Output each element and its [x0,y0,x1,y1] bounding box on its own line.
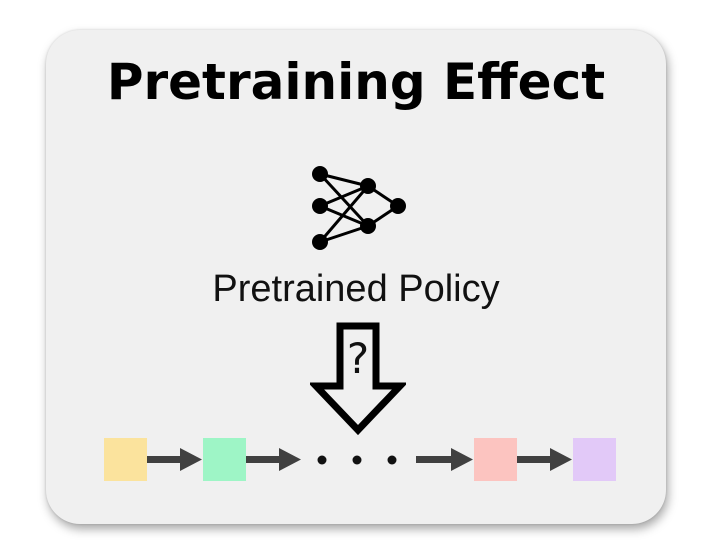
right-arrow-icon [147,448,202,471]
stage-box-1 [104,438,147,481]
stage-box-3 [474,438,517,481]
hollow-down-arrow-icon [310,322,406,436]
right-arrow-icon [246,448,301,471]
card-panel [46,30,666,524]
right-arrow-icon [517,448,572,471]
diagram-title: Pretraining Effect [106,53,606,111]
neural-network-icon [312,166,406,250]
arrow-question-mark: ? [346,334,370,383]
stage-box-4 [573,438,616,481]
stage-box-2 [203,438,246,481]
ellipsis-dots [317,455,397,465]
sequence-chain [104,438,616,481]
right-arrow-icon [416,448,473,471]
policy-label: Pretrained Policy [212,268,500,310]
